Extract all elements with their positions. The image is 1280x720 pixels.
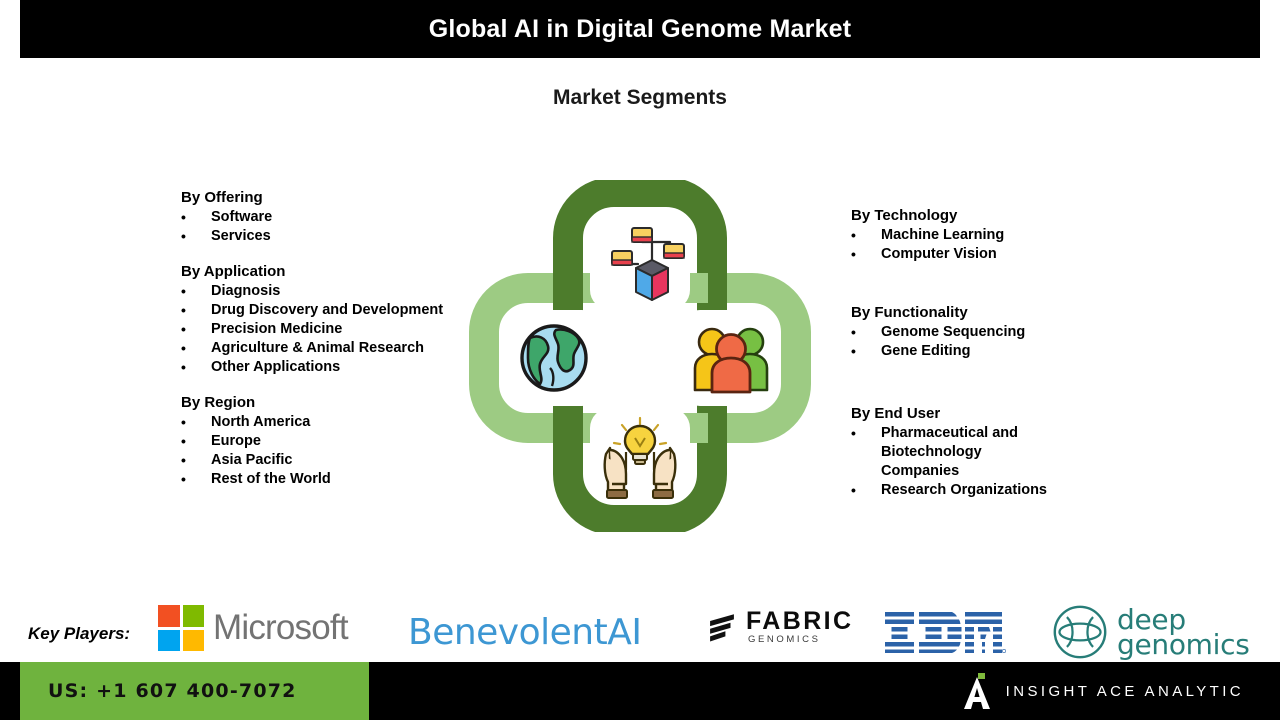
segment-item-label: North America <box>211 414 311 430</box>
segment-item-label: Drug Discovery and Development <box>211 302 444 318</box>
deep-genomics-circle-icon <box>1053 605 1107 659</box>
footer-brand-name: INSIGHT ACE ANALYTIC <box>1005 682 1244 700</box>
ibm-striped-wordmark-icon <box>885 612 1006 653</box>
segment-group-by-technology: By Technology • Machine Learning • Compu… <box>851 206 1151 264</box>
bullet-icon: • <box>851 324 856 340</box>
deep-genomics-wordmark-line2: genomics <box>1117 628 1250 661</box>
fabric-subwordmark: GENOMICS <box>748 634 821 645</box>
segment-group-title: By Region <box>181 394 256 411</box>
benevolentai-logo: BenevolentAI <box>408 612 642 653</box>
segment-item: • Software <box>181 208 481 227</box>
segment-item-label: Research Organizations <box>881 482 1047 498</box>
key-players-label: Key Players: <box>28 624 131 643</box>
microsoft-wordmark: Microsoft <box>213 608 349 647</box>
bullet-icon: • <box>181 414 186 430</box>
segment-group-title: By Offering <box>181 189 263 206</box>
segment-item-label: Rest of the World <box>211 471 331 487</box>
segment-item-label: Gene Editing <box>881 343 971 359</box>
segment-item: • Rest of the World <box>181 470 481 489</box>
segment-item: • North America <box>181 413 481 432</box>
segment-item: • Diagnosis <box>181 282 481 301</box>
database-network-icon <box>611 227 685 301</box>
bullet-icon: • <box>181 283 186 299</box>
section-heading: Market Segments <box>553 86 727 109</box>
segment-item-label: Precision Medicine <box>211 321 343 337</box>
deep-genomics-logo: deep genomics <box>1052 604 1250 660</box>
footer-bar: US: +1 607 400-7072 INSIGHT ACE ANALYTIC <box>0 662 1280 720</box>
segment-item: • Pharmaceutical and Biotechnology Compa… <box>851 424 1151 481</box>
bullet-icon: • <box>851 343 856 359</box>
bullet-icon: • <box>181 302 186 318</box>
page-title: Global AI in Digital Genome Market <box>428 14 852 43</box>
interlocking-rings-diagram <box>468 180 812 532</box>
segment-item-label: Computer Vision <box>881 246 997 262</box>
segment-item-label: Other Applications <box>211 359 341 375</box>
ibm-logo <box>884 610 1006 654</box>
segment-group-title: By End User <box>851 405 941 422</box>
segment-item: • Drug Discovery and Development <box>181 301 481 320</box>
segment-item: • Gene Editing <box>851 342 1151 361</box>
bullet-icon: • <box>181 209 186 225</box>
segment-group-title: By Application <box>181 263 286 280</box>
bullet-icon: • <box>851 227 856 243</box>
hands-lightbulb-icon <box>603 416 677 499</box>
bullet-icon: • <box>181 228 186 244</box>
segment-group-by-offering: By Offering • Software • Services <box>181 188 481 246</box>
segment-group-title: By Technology <box>851 207 958 224</box>
segment-item: • Genome Sequencing <box>851 323 1151 342</box>
footer-contact-block: US: +1 607 400-7072 <box>20 662 369 720</box>
segment-item: • Agriculture & Animal Research <box>181 339 481 358</box>
benevolentai-wordmark: BenevolentAI <box>408 612 642 653</box>
segment-item: • Computer Vision <box>851 245 1151 264</box>
bullet-icon: • <box>181 321 186 337</box>
segment-item: • Machine Learning <box>851 226 1151 245</box>
segment-item: • Europe <box>181 432 481 451</box>
segment-item-label: Machine Learning <box>881 227 1005 243</box>
segment-item: • Services <box>181 227 481 246</box>
segment-item: • Research Organizations <box>851 481 1151 500</box>
bullet-icon: • <box>181 471 186 487</box>
globe-icon <box>520 324 588 392</box>
microsoft-logo: Microsoft <box>158 605 349 651</box>
fabric-genomics-logo: FABRIC GENOMICS <box>705 608 853 646</box>
segment-group-by-functionality: By Functionality • Genome Sequencing • G… <box>851 303 1151 361</box>
segment-group-by-application: By Application • Diagnosis • Drug Discov… <box>181 262 481 377</box>
segment-group-by-region: By Region • North America • Europe • Asi… <box>181 393 481 489</box>
microsoft-squares-icon <box>158 605 204 651</box>
segment-item-label: Genome Sequencing <box>881 324 1026 340</box>
segment-item-label: Software <box>211 209 273 225</box>
footer-phone-number[interactable]: US: +1 607 400-7072 <box>48 680 297 702</box>
fabric-stripes-icon <box>710 614 734 642</box>
segment-item-label: Europe <box>211 433 261 449</box>
segment-group-title: By Functionality <box>851 304 968 321</box>
bullet-icon: • <box>181 340 186 356</box>
title-bar: Global AI in Digital Genome Market <box>20 0 1260 58</box>
segment-item: • Other Applications <box>181 358 481 377</box>
segment-item-label: Diagnosis <box>211 283 281 299</box>
bullet-icon: • <box>851 425 856 441</box>
insight-ace-a-logo-icon <box>963 673 990 709</box>
segments-left-column: By Offering • Software • Services By App… <box>181 188 481 489</box>
segment-item: • Precision Medicine <box>181 320 481 339</box>
fabric-wordmark: FABRIC <box>746 607 854 635</box>
segment-item: • Asia Pacific <box>181 451 481 470</box>
segment-group-by-end-user: By End User • Pharmaceutical and Biotech… <box>851 404 1151 500</box>
segment-item-label: Pharmaceutical and Biotechnology Compani… <box>881 425 1018 479</box>
segments-right-column: By Technology • Machine Learning • Compu… <box>851 206 1151 500</box>
bullet-icon: • <box>181 359 186 375</box>
segment-item-label: Agriculture & Animal Research <box>211 340 424 356</box>
bullet-icon: • <box>181 433 186 449</box>
bullet-icon: • <box>181 452 186 468</box>
bullet-icon: • <box>851 482 856 498</box>
segment-item-label: Services <box>211 228 271 244</box>
people-group-icon <box>693 327 769 394</box>
footer-brand-block: INSIGHT ACE ANALYTIC <box>963 662 1244 720</box>
segment-item-label: Asia Pacific <box>211 452 293 468</box>
bullet-icon: • <box>851 246 856 262</box>
deep-genomics-wordmark-line1: deep <box>1117 603 1186 636</box>
